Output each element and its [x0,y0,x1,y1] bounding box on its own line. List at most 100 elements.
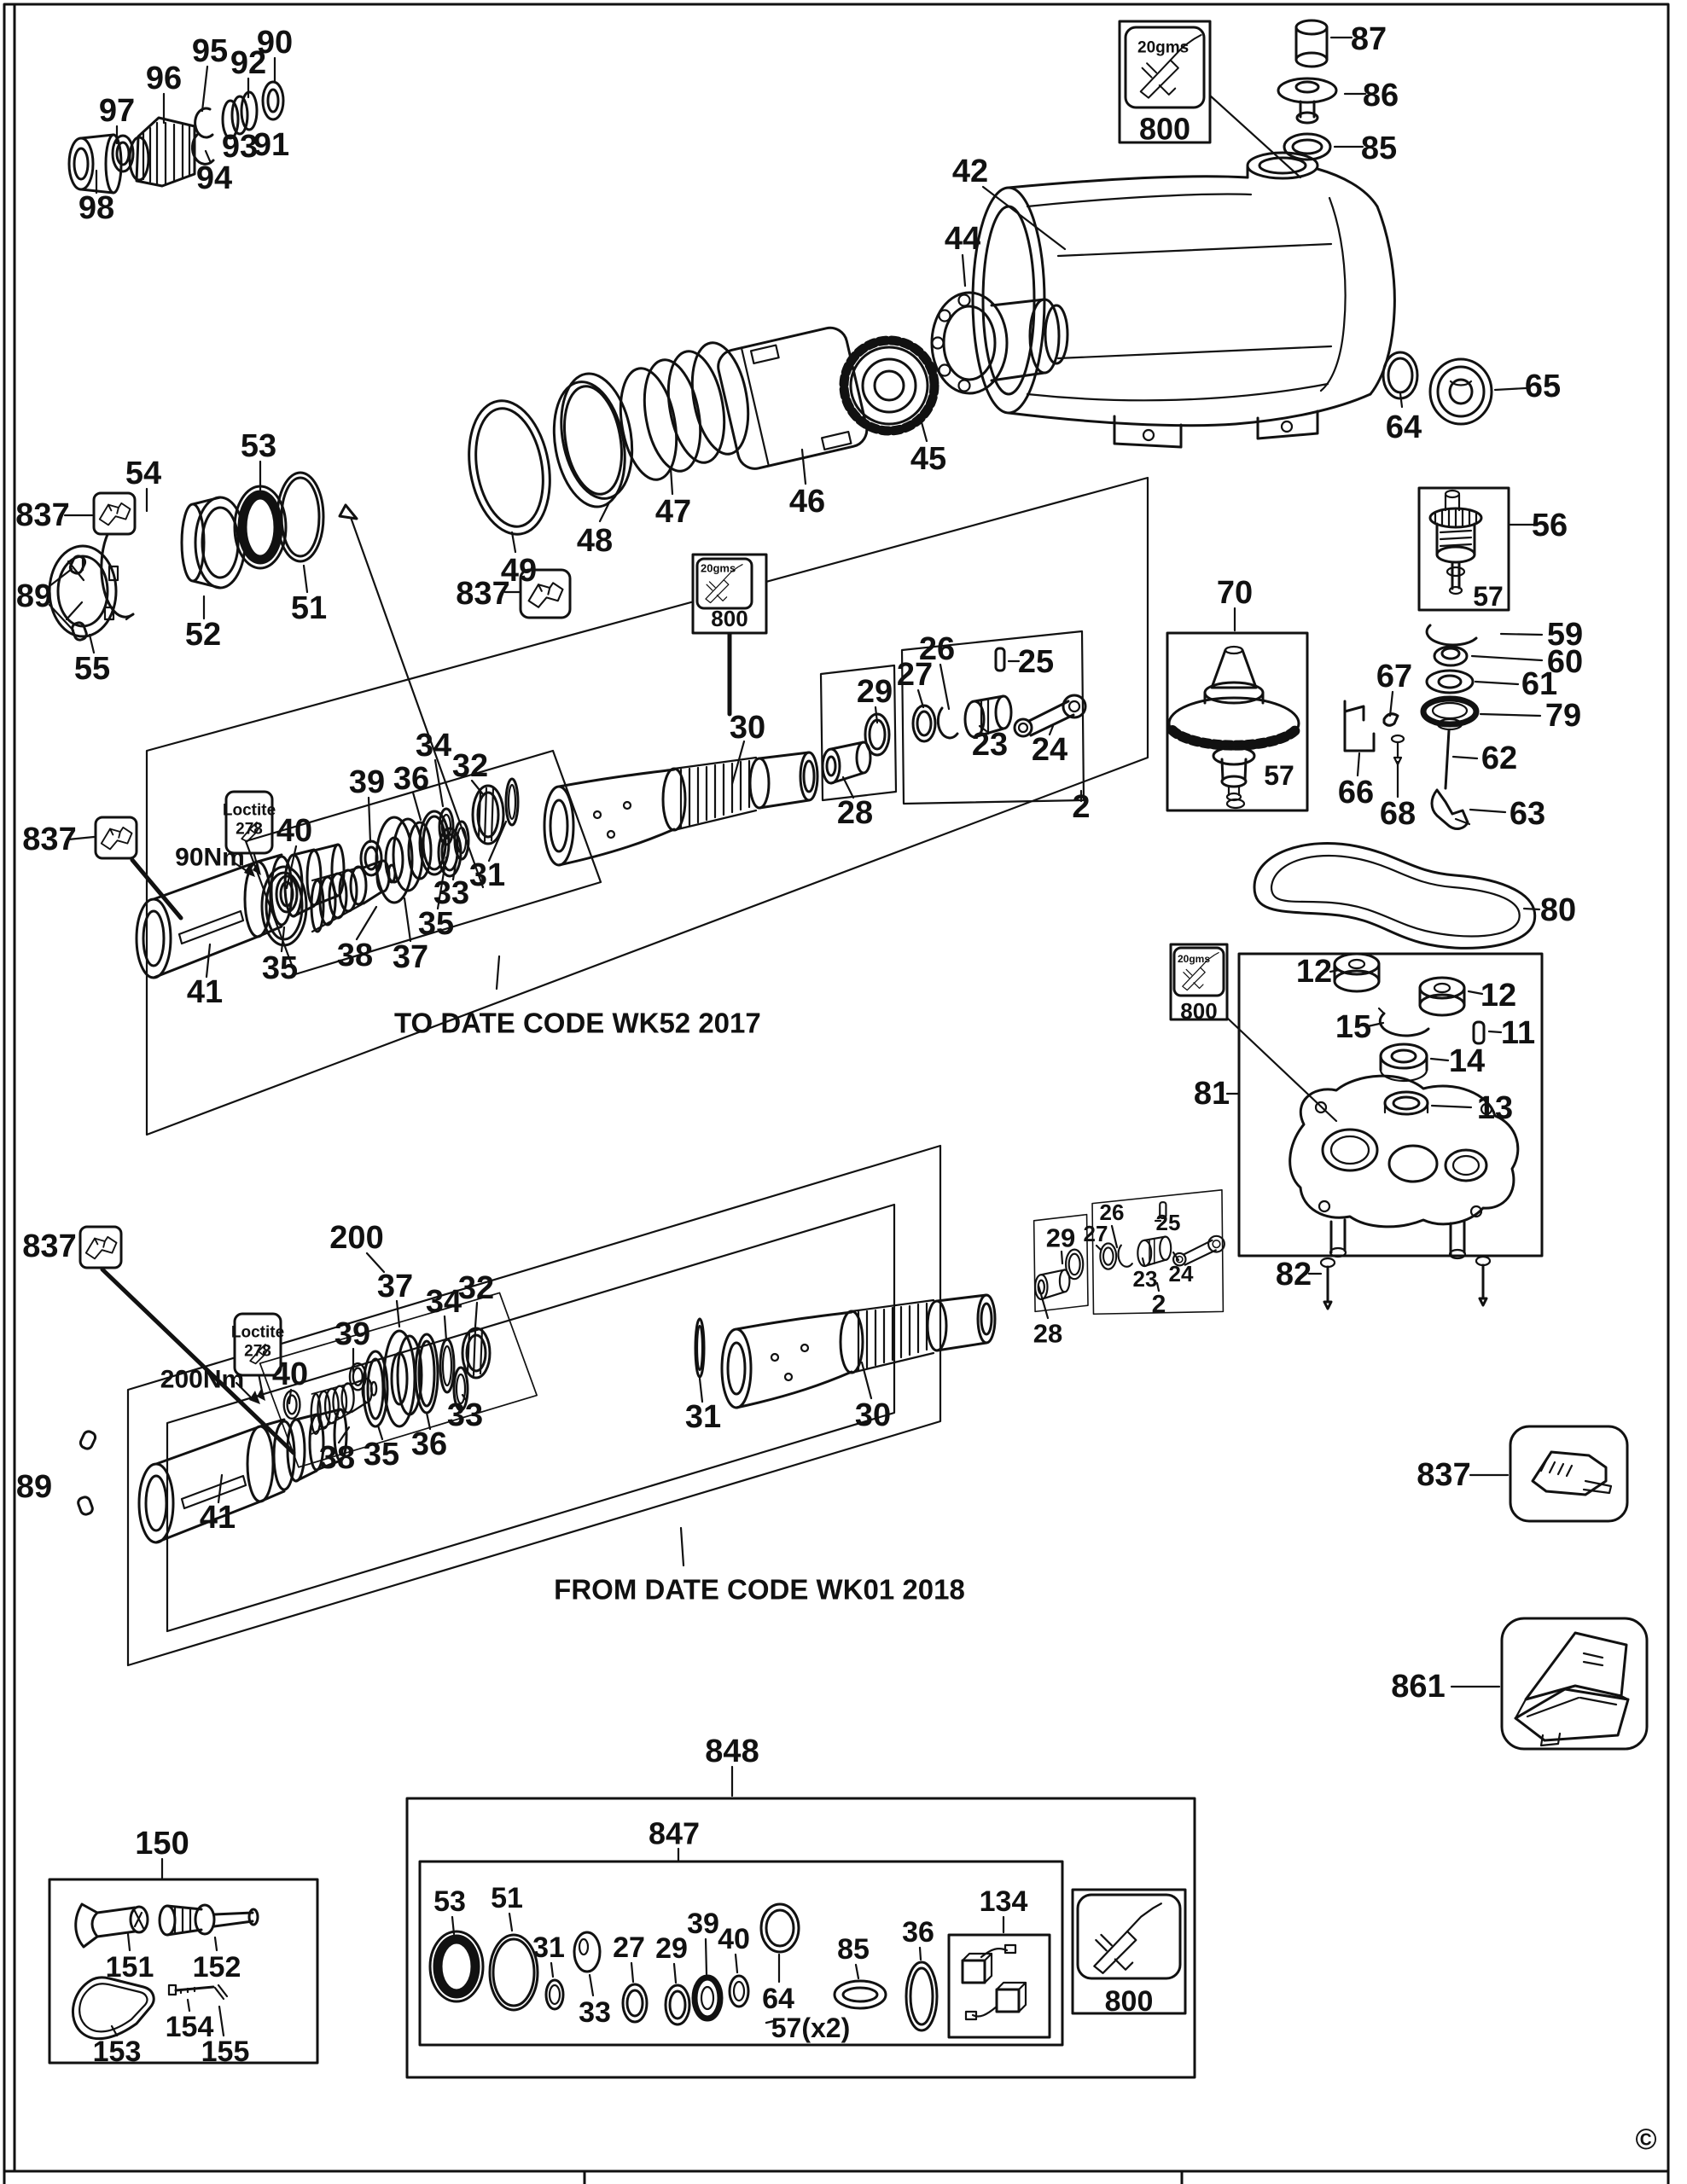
callout-34: 34 [426,1284,462,1320]
callout-25: 25 [1156,1210,1181,1235]
part-152-handle-grip [158,1903,259,1937]
lower-assembly [77,1144,1225,1667]
part-151-clamp-fork [74,1902,149,1949]
callout-66: 66 [1338,775,1374,810]
callout-800: 800 [1105,1985,1154,2018]
part-36-ring-lower [414,1333,439,1414]
callout-837: 837 [22,822,76,857]
part-31-ring-kit [544,1978,565,2011]
part-33-washer-kit [573,1931,602,1973]
part-53-seal-kit [428,1930,485,2003]
part-89-pins-upper [68,555,88,642]
callout-30: 30 [855,1397,891,1433]
callout-837: 837 [15,497,69,533]
leader-lines [48,36,1544,2037]
part-32-roller-bearing-lower [461,1327,492,1380]
callout-Loctite: Loctite [223,802,276,820]
seal-group-left [48,471,325,638]
callout-151: 151 [106,1951,154,1984]
upper-assembly-outline [145,476,1149,1136]
callout-64: 64 [1386,410,1422,445]
lower-assembly-outline-outer [126,1144,942,1667]
part-52-bushing [180,496,247,590]
callout-32: 32 [452,748,488,784]
callout-23: 23 [1133,1266,1158,1292]
callout-92: 92 [230,45,266,81]
kit-box-837-upper-left [92,491,137,536]
part-33-washer-lower [452,1366,469,1412]
part-68-screw [1390,734,1405,766]
callout-20gms: 20gms [1178,953,1210,965]
callout-TO DATE CODE WK52 2017: TO DATE CODE WK52 2017 [394,1008,761,1039]
callout-81: 81 [1194,1076,1230,1112]
brush-kit-134 [947,1933,1051,2039]
part-90-91-washer [261,80,285,121]
callout-60: 60 [1547,644,1583,680]
callout-53: 53 [241,428,276,464]
callout-97: 97 [99,93,135,129]
callout-26: 26 [919,631,955,667]
kit-box-861-case [1500,1617,1649,1751]
callout-24: 24 [1032,732,1067,768]
part-44-bearing [930,291,1069,395]
callout-800: 800 [1180,998,1217,1024]
callout-©: © [1635,2123,1656,2156]
service-kit-847 [418,1860,1064,2047]
callout-93: 93 [222,129,258,165]
callout-13: 13 [1477,1090,1513,1126]
callout-29: 29 [1046,1223,1075,1253]
callout-20gms: 20gms [701,562,736,575]
callout-848: 848 [705,1734,759,1769]
kit-box-837-mid [519,568,572,619]
callout-29: 29 [655,1932,688,1965]
part-65-cap [1428,357,1493,426]
callout-37: 37 [393,939,428,975]
callout-35: 35 [364,1437,399,1472]
callout-861: 861 [1391,1669,1445,1705]
callout-12: 12 [1296,954,1332,990]
callout-49: 49 [501,553,537,589]
grease-kit-box-mid [691,553,768,635]
callout-800: 800 [711,606,748,631]
callout-33: 33 [447,1397,483,1433]
part-27-oring-kit [621,1983,649,2024]
part-37-flange-upper [375,816,433,904]
part-85-oring [1283,132,1332,161]
part-36-ring-kit [905,1960,939,2032]
callout-152: 152 [193,1951,241,1984]
callout-98: 98 [79,190,114,226]
callout-42: 42 [952,154,988,189]
callout-40: 40 [272,1356,308,1392]
part-81-housing-plate [1289,1074,1520,1260]
callout-35: 35 [418,906,454,942]
part-45-ratchet-gear [839,335,939,436]
part-41-spindle-lower [137,1408,348,1544]
callout-31: 31 [532,1931,565,1964]
page-border [3,3,1670,2184]
callout-28: 28 [1033,1319,1062,1349]
callout-2: 2 [1152,1291,1166,1319]
callout-11: 11 [1501,1015,1535,1051]
upper-assembly [68,476,1149,1136]
callout-33: 33 [579,1996,611,2029]
part-47-spring [619,341,750,481]
callout-91: 91 [253,127,289,163]
part-51-oring [276,471,325,563]
callout-65: 65 [1525,369,1561,404]
callout-59: 59 [1547,617,1583,653]
callout-837: 837 [456,576,509,612]
service-kit-848 [405,1797,1196,2079]
callout-85: 85 [837,1933,870,1966]
callout-26: 26 [1100,1199,1125,1225]
grease-kit-box-bottom [1071,1888,1187,2015]
lower-assembly-outline-inner [166,1203,896,1633]
callout-30: 30 [730,710,765,746]
callout-847: 847 [649,1816,700,1851]
part-11-pin [1472,1020,1486,1045]
callout-89: 89 [16,1469,52,1505]
callout-94: 94 [196,160,232,196]
armature-box [1417,486,1510,612]
callout-62: 62 [1481,741,1517,776]
